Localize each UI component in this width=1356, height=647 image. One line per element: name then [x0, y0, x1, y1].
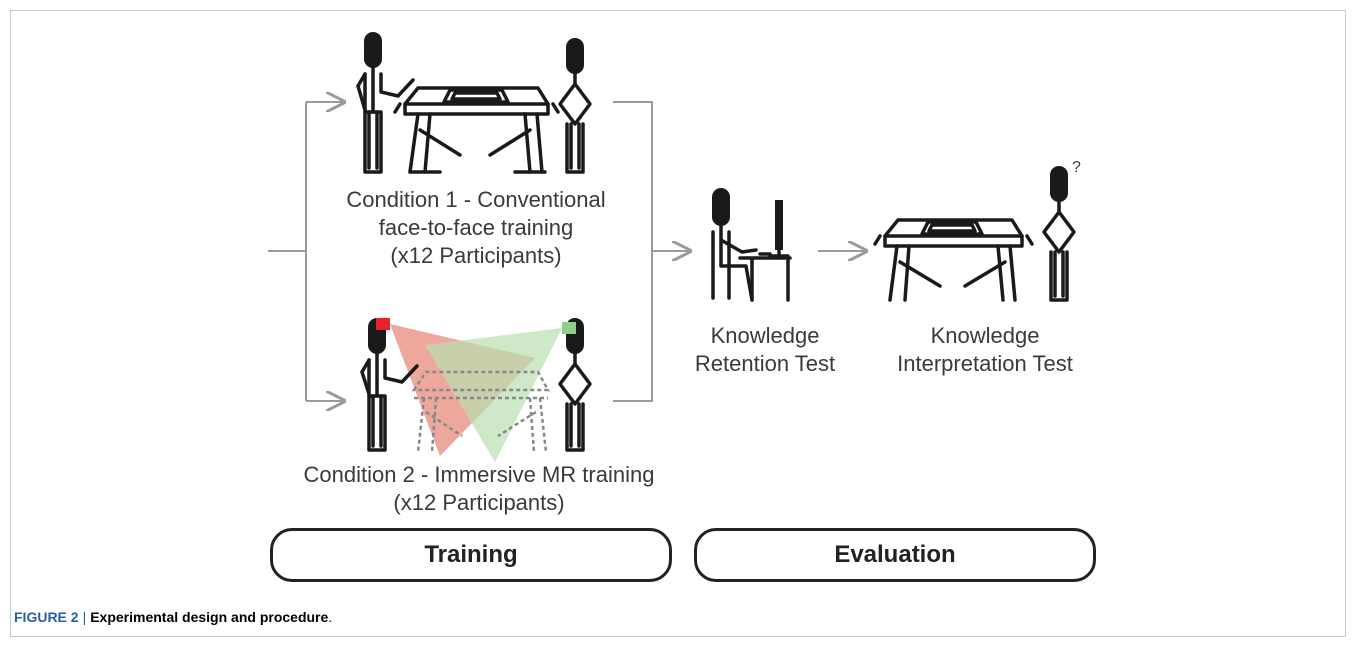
trainer-figure-1 [356, 32, 415, 174]
figure-frame [10, 10, 1346, 637]
caption-title: Experimental design and procedure [90, 609, 329, 625]
evaluation-phase-box: Evaluation [694, 528, 1096, 582]
learner-figure-1 [558, 38, 592, 174]
red-hmd [376, 318, 390, 330]
training-phase-box: Training [270, 528, 672, 582]
retention-test-label: Knowledge Retention Test [694, 323, 836, 376]
figure-number: FIGURE 2 [14, 609, 79, 625]
condition2-scene [360, 318, 592, 462]
interpretation-scene [873, 166, 1076, 302]
condition1-scene [356, 32, 592, 174]
learner-figure-3 [1042, 166, 1076, 302]
figure-caption: FIGURE 2|Experimental design and procedu… [14, 609, 332, 625]
green-hmd [562, 322, 576, 334]
table-1 [393, 86, 560, 174]
retention-scene [711, 188, 792, 302]
virtual-table [411, 370, 551, 453]
caption-separator: | [82, 609, 87, 625]
condition1-label: Condition 1 - Conventional face-to-face … [346, 187, 606, 268]
condition2-label: Condition 2 - Immersive MR training (x12… [303, 462, 655, 515]
learner-figure-2 [558, 318, 592, 452]
caption-period: . [328, 609, 333, 625]
question-mark-icon: ? [1072, 159, 1081, 176]
flow-arrows [268, 102, 866, 401]
table-2 [873, 218, 1034, 302]
green-view-cone [425, 328, 562, 462]
interpretation-test-label: Knowledge Interpretation Test [897, 323, 1073, 376]
